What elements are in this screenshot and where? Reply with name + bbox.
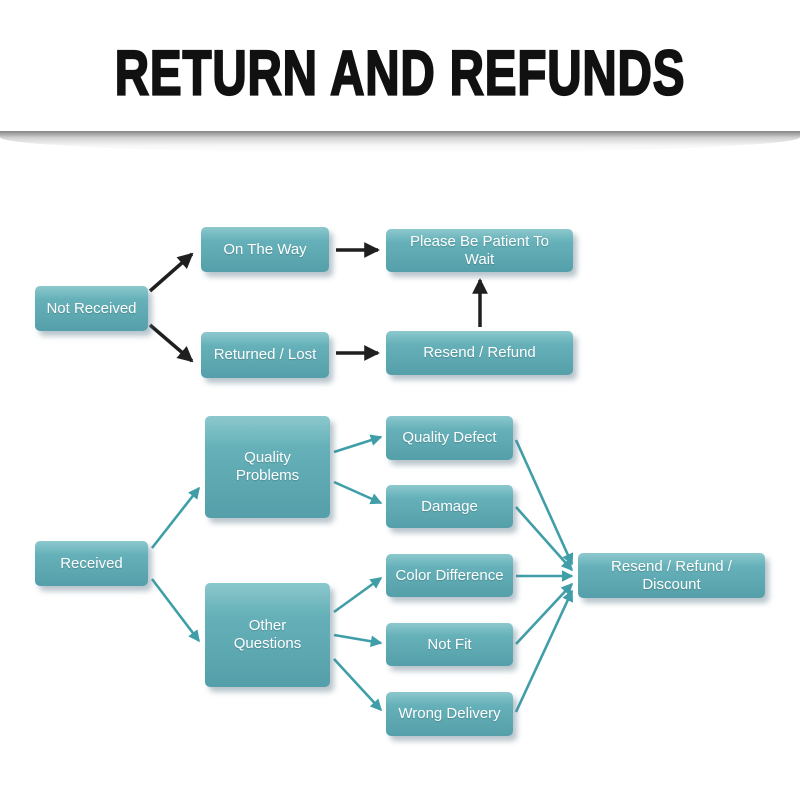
arrow-quality-problems-damage (333, 480, 383, 505)
node-received: Received (35, 541, 148, 586)
node-not-received: Not Received (35, 286, 148, 331)
node-other-questions: Other Questions (205, 583, 330, 687)
node-resend-refund: Resend / Refund (386, 331, 573, 375)
arrow-damage-resend-refund-discount (515, 506, 573, 572)
arrow-received-quality-problems (150, 486, 201, 549)
arrow-other-questions-wrong-delivery (333, 658, 382, 712)
arrow-other-questions-not-fit (333, 633, 383, 648)
node-please-wait: Please Be Patient To Wait (386, 229, 573, 272)
arrow-wrong-delivery-resend-refund-discount (514, 589, 574, 713)
page-title: RETURN AND REFUNDS (114, 38, 686, 109)
node-quality-defect: Quality Defect (386, 416, 513, 460)
title-divider-shadow (0, 131, 800, 153)
node-quality-problems: Quality Problems (205, 416, 330, 518)
node-damage: Damage (386, 485, 513, 528)
arrow-quality-problems-quality-defect (333, 434, 383, 454)
node-wrong-delivery: Wrong Delivery (386, 692, 513, 736)
arrow-not-received-returned-lost (148, 323, 194, 363)
node-on-the-way: On The Way (201, 227, 329, 272)
arrow-other-questions-color-difference (333, 576, 383, 614)
arrow-not-received-on-the-way (148, 252, 194, 293)
node-resend-refund-discount: Resend / Refund / Discount (578, 553, 765, 598)
arrow-received-other-questions (150, 578, 201, 643)
node-not-fit: Not Fit (386, 623, 513, 666)
arrow-not-fit-resend-refund-discount (515, 582, 573, 645)
arrow-quality-defect-resend-refund-discount (514, 439, 574, 566)
node-color-difference: Color Difference (386, 554, 513, 597)
node-returned-lost: Returned / Lost (201, 332, 329, 378)
